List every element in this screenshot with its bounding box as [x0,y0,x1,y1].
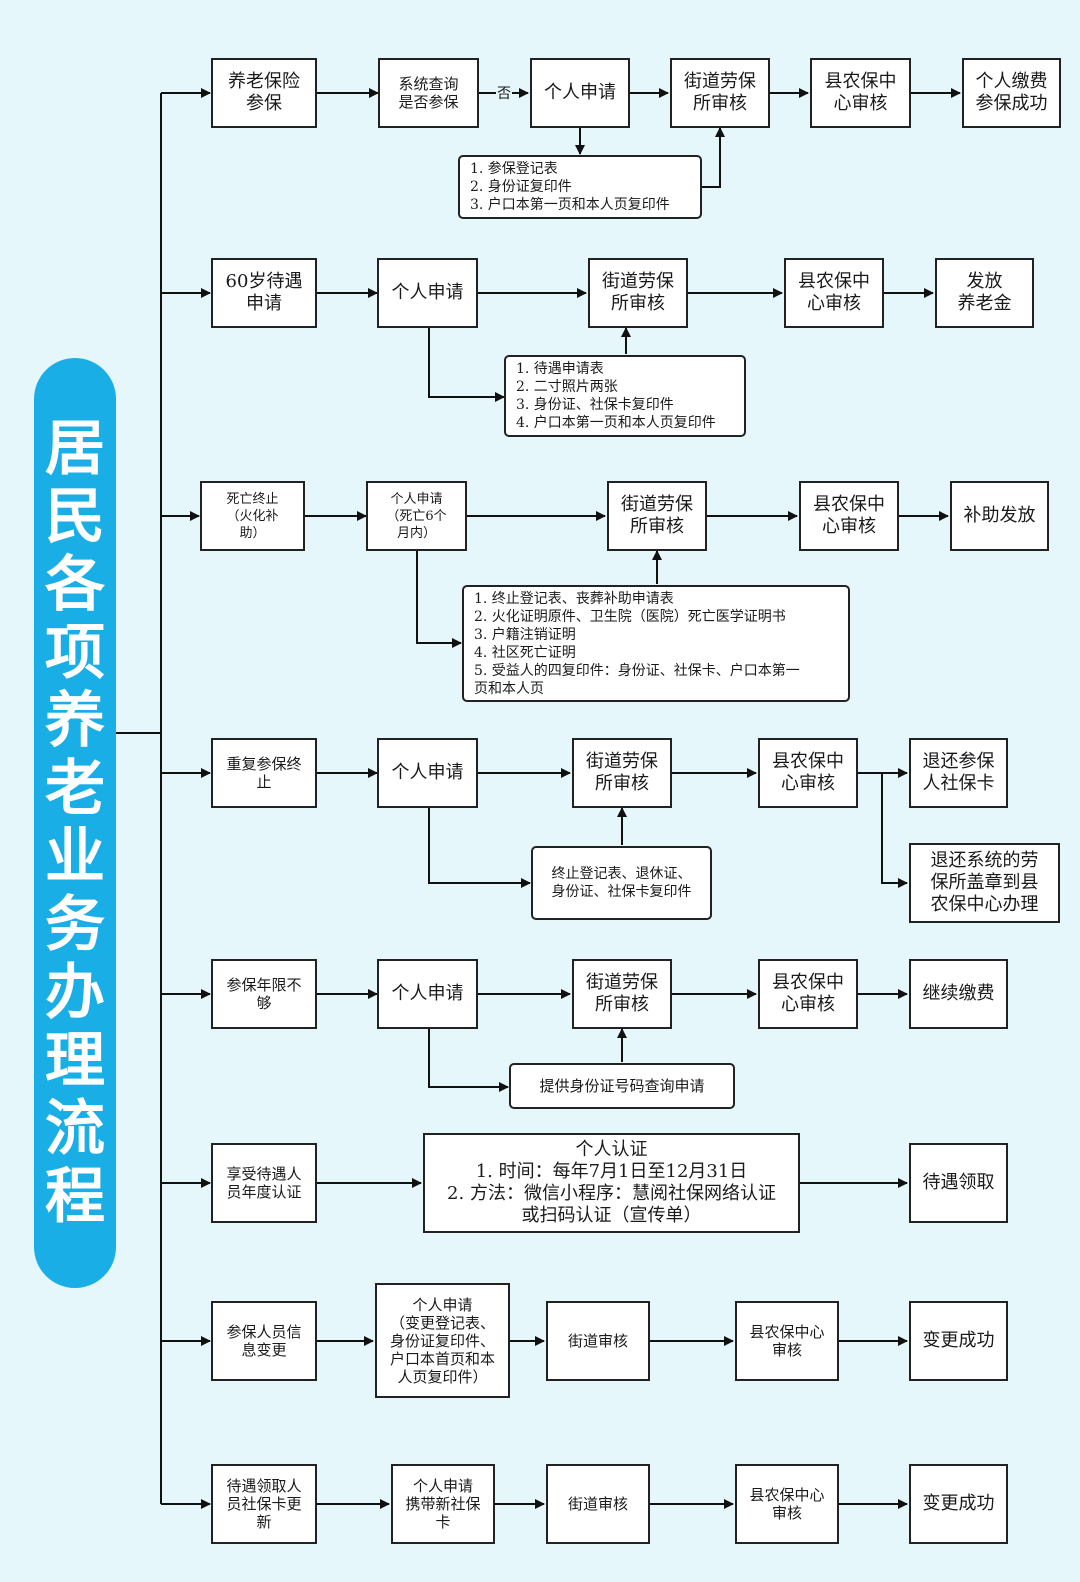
title-char: 程 [45,1162,105,1232]
note-r5-docs: 提供身份证号码查询申请 [509,1063,735,1109]
node-r4-result: 退还参保 人社保卡 [909,738,1008,808]
node-r1-county: 县农保中 心审核 [810,58,911,128]
node-r1-result: 个人缴费 参保成功 [962,58,1061,128]
node-r6-result: 待遇领取 [909,1143,1008,1223]
node-r7-county: 县农保中心 审核 [735,1301,839,1381]
edge-label-no: 否 [496,83,512,103]
note-r1-docs: 1. 参保登记表 2. 身份证复印件 3. 户口本第一页和本人页复印件 [458,155,702,219]
node-r6-start: 享受待遇人 员年度认证 [211,1143,317,1223]
node-r1-check: 系统查询 是否参保 [378,58,479,128]
node-r4-street: 街道劳保 所审核 [572,738,672,808]
node-r5-result: 继续缴费 [909,959,1008,1029]
title-char: 各 [45,550,105,620]
note-r4-docs: 终止登记表、退休证、 身份证、社保卡复印件 [531,846,712,920]
node-r1-start: 养老保险 参保 [211,58,317,128]
title-char: 民 [45,482,105,552]
note-r2-docs: 1. 待遇申请表 2. 二寸照片两张 3. 身份证、社保卡复印件 4. 户口本第… [504,355,746,437]
node-r1-apply: 个人申请 [530,58,630,128]
flow-arrow [881,773,908,888]
flow-arrow [428,328,505,402]
node-r5-apply: 个人申请 [377,959,478,1029]
title-char: 养 [45,686,105,756]
node-r3-result: 补助发放 [950,481,1049,551]
title-char: 居 [45,414,105,484]
node-r8-result: 变更成功 [909,1464,1008,1544]
node-r2-apply: 个人申请 [377,258,478,328]
node-r2-result: 发放 养老金 [935,258,1034,328]
flow-arrow [702,127,725,188]
node-r7-start: 参保人员信 息变更 [211,1301,317,1381]
node-r4-county: 县农保中 心审核 [758,738,858,808]
node-r3-county: 县农保中 心审核 [799,481,899,551]
title-char: 办 [45,958,105,1028]
node-r7-apply: 个人申请 （变更登记表、 身份证复印件、 户口本首页和本 人页复印件） [375,1283,510,1398]
title-char: 务 [45,890,105,960]
node-r7-street: 街道审核 [546,1301,650,1381]
node-r8-county: 县农保中心 审核 [735,1464,839,1544]
note-r3-docs: 1. 终止登记表、丧葬补助申请表 2. 火化证明原件、卫生院（医院）死亡医学证明… [462,585,850,702]
title-char: 项 [45,618,105,688]
node-r3-street: 街道劳保 所审核 [607,481,707,551]
node-r5-county: 县农保中 心审核 [758,959,858,1029]
node-r5-street: 街道劳保 所审核 [572,959,672,1029]
flow-arrow [428,1029,509,1092]
flow-arrow [416,551,462,648]
node-r2-county: 县农保中 心审核 [784,258,884,328]
node-r8-start: 待遇领取人 员社保卡更 新 [211,1464,317,1544]
title-char: 老 [45,754,105,824]
node-r3-apply: 个人申请 （死亡6个 月内） [366,481,467,551]
node-r4-result2: 退还系统的劳 保所盖章到县 农保中心办理 [909,843,1060,923]
diagram-title: 居 民 各 项 养 老 业 务 办 理 流 程 [34,358,116,1288]
node-r2-start: 60岁待遇 申请 [211,258,317,328]
node-r8-apply: 个人申请 携带新社保 卡 [391,1464,495,1544]
title-char: 业 [45,822,105,892]
node-r3-start: 死亡终止 （火化补 助） [200,481,305,551]
node-r8-street: 街道审核 [546,1464,650,1544]
node-r4-start: 重复参保终 止 [211,738,317,808]
node-r2-street: 街道劳保 所审核 [588,258,688,328]
title-char: 理 [45,1026,105,1096]
node-r4-apply: 个人申请 [377,738,478,808]
node-r7-result: 变更成功 [909,1301,1008,1381]
node-r6-auth: 个人认证 1. 时间：每年7月1日至12月31日 2. 方法：微信小程序：慧阅社… [423,1133,800,1233]
node-r5-start: 参保年限不 够 [211,959,317,1029]
title-char: 流 [45,1094,105,1164]
flow-arrow [428,808,531,888]
node-r1-street: 街道劳保 所审核 [670,58,770,128]
